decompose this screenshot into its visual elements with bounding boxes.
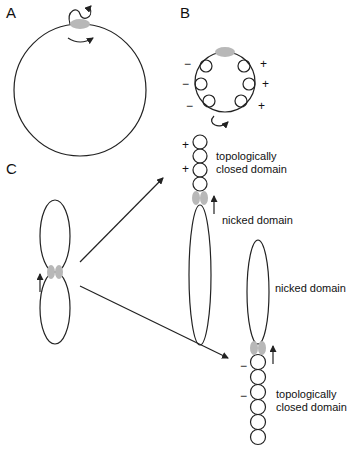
charge-sign: − — [240, 360, 247, 372]
domain-label: topologically closed domain — [276, 388, 350, 414]
charge-sign: − — [240, 390, 247, 402]
charge-sign: + — [262, 78, 269, 90]
domain-label: nicked domain — [275, 282, 346, 295]
domain-label: topologically closed domain — [216, 150, 290, 176]
panel-letter: B — [180, 4, 190, 21]
charge-sign: + — [182, 163, 189, 175]
panel-letter: C — [6, 160, 17, 177]
charge-sign: − — [186, 100, 193, 112]
charge-sign: + — [182, 139, 189, 151]
charge-sign: + — [258, 100, 265, 112]
charge-sign: − — [182, 78, 189, 90]
charge-sign: + — [260, 58, 267, 70]
panel-letter: A — [6, 4, 16, 21]
domain-label: nicked domain — [222, 214, 293, 227]
charge-sign: − — [184, 58, 191, 70]
